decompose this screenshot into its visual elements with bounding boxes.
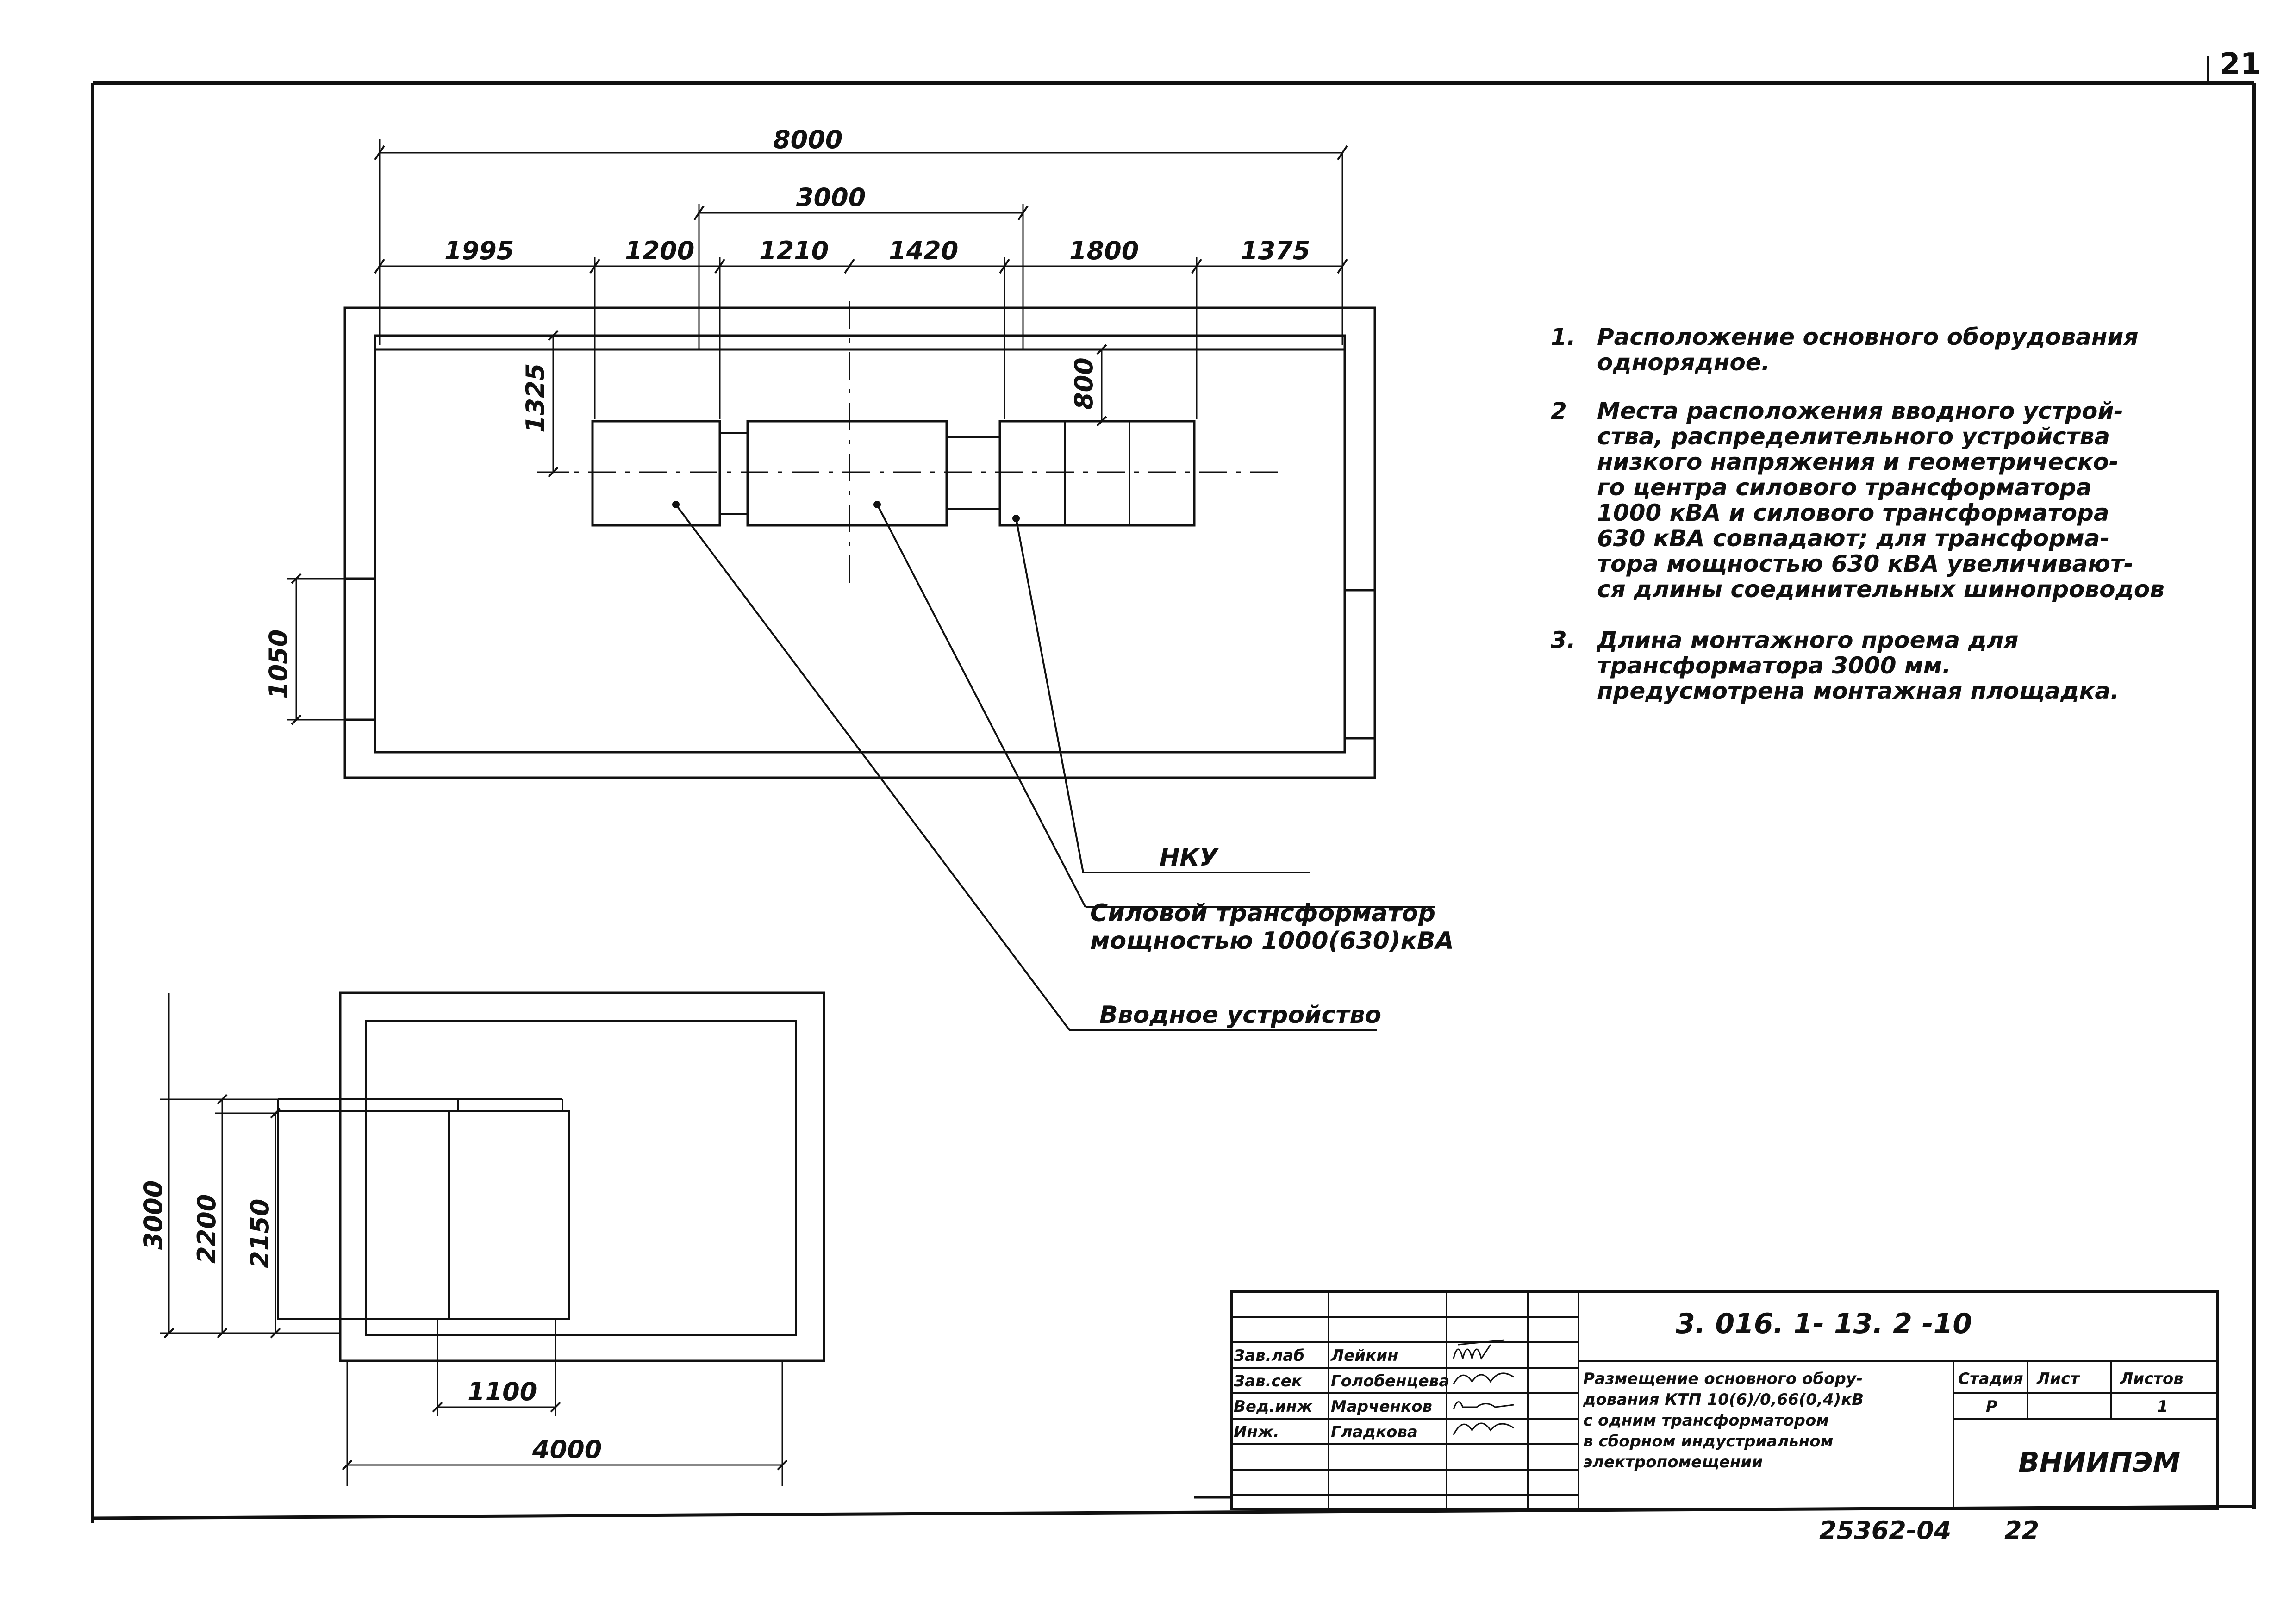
signatures: [1453, 1339, 1514, 1435]
dim-1995: 1995: [444, 236, 514, 265]
transformer-connector: [946, 436, 1001, 510]
name-2: Голобенцева: [1331, 1372, 1449, 1390]
col-sheet: Лист: [2036, 1370, 2080, 1388]
title-line-1: Размещение основного обору-: [1583, 1370, 1863, 1388]
dim-3000-height: 3000: [139, 1180, 168, 1250]
stage-value: Р: [1986, 1397, 1997, 1416]
dim-1325: 1325: [521, 363, 550, 433]
dim-1050: 1050: [264, 629, 293, 699]
name-4: Гладкова: [1331, 1423, 1418, 1441]
footer-code: 25362-04: [1819, 1516, 1951, 1545]
dim-middle-3000: 3000: [796, 183, 866, 212]
note-2-line4: го центра силового трансформатора: [1597, 474, 2092, 501]
dim-1420: 1420: [889, 236, 958, 265]
note-3-line3: предусмотрена монтажная площадка.: [1597, 678, 2119, 704]
dim-2200-height: 2200: [192, 1194, 221, 1264]
building-inner-outline: [374, 334, 1346, 754]
note-2-line2: ства, распределительного устройства: [1597, 423, 2110, 450]
note-2-line1: Места расположения вводного устрой-: [1597, 398, 2123, 424]
plan-view: 8000 3000 1995 1200 1210 1420 1800 1375 …: [264, 125, 1454, 1031]
notes: 1. Расположение основного оборудования о…: [1551, 324, 2165, 704]
title-line-3: с одним трансформатором: [1583, 1411, 1829, 1430]
input-device-connector: [719, 432, 749, 515]
dim-1800: 1800: [1069, 236, 1139, 265]
dim-1375: 1375: [1241, 236, 1310, 265]
doc-number: 3. 016. 1- 13. 2 -10: [1676, 1308, 1972, 1340]
title-line-4: в сборном индустриальном: [1583, 1432, 1833, 1451]
building-outline: [343, 306, 1376, 779]
col-stage: Стадия: [1958, 1370, 2023, 1388]
organization: ВНИИПЭМ: [2018, 1446, 2180, 1479]
dim-1210: 1210: [759, 236, 829, 265]
dim-800: 800: [1069, 357, 1098, 410]
name-1: Лейкин: [1330, 1346, 1398, 1365]
label-transformer-line1: Силовой трансформатор: [1090, 899, 1435, 927]
label-input-device: Вводное устройство: [1099, 1001, 1381, 1029]
title-line-2: дования КТП 10(6)/0,66(0,4)кВ: [1583, 1390, 1864, 1409]
name-3: Марченков: [1331, 1397, 1432, 1416]
sheet-frame: 21: [91, 47, 2261, 1523]
elevation-view: 3000 2200 2150 1100 4000: [139, 991, 825, 1486]
role-head-sector: Зав.сек: [1233, 1372, 1303, 1390]
note-3-line1: Длина монтажного проема для: [1596, 627, 2019, 654]
role-lead-engineer: Вед.инж: [1234, 1397, 1313, 1416]
note-2-num: 2: [1551, 398, 1567, 424]
nku-block: [998, 420, 1196, 527]
dim-1200: 1200: [625, 236, 694, 265]
note-2-line7: тора мощностью 630 кВА увеличивают-: [1597, 550, 2134, 577]
note-1-num: 1.: [1551, 324, 1576, 350]
note-3-num: 3.: [1551, 627, 1576, 654]
title-block: 3. 016. 1- 13. 2 -10 Зав.лаб Зав.сек Вед…: [1194, 1290, 2219, 1510]
label-transformer-line2: мощностью 1000(630)кВА: [1090, 927, 1454, 955]
col-sheets: Листов: [2120, 1370, 2184, 1388]
footer-page: 22: [2004, 1516, 2039, 1545]
dim-1100-width: 1100: [468, 1377, 537, 1406]
role-head-lab: Зав.лаб: [1233, 1346, 1304, 1365]
label-nku: НКУ: [1160, 844, 1219, 872]
transformer-block: [746, 420, 948, 527]
note-2-line8: ся длины соединительных шинопроводов: [1597, 576, 2165, 603]
elevation-outline: [339, 991, 825, 1362]
note-1-line2: однорядное.: [1597, 349, 1770, 376]
sheet-number: 21: [2220, 47, 2261, 81]
note-3-line2: трансформатора 3000 мм.: [1597, 652, 1951, 679]
note-1-line1: Расположение основного оборудования: [1597, 324, 2139, 350]
dim-4000-width: 4000: [532, 1435, 602, 1464]
note-2-line5: 1000 кВА и силового трансформатора: [1597, 499, 2109, 526]
title-line-5: электропомещении: [1583, 1453, 1763, 1471]
equipment-cabinet: [277, 1110, 570, 1320]
note-2-line3: низкого напряжения и геометрическо-: [1597, 449, 2119, 475]
elevation-inner: [365, 1020, 797, 1336]
sheet-value: 1: [2157, 1397, 2168, 1416]
role-engineer: Инж.: [1234, 1423, 1279, 1441]
input-device-block: [591, 420, 721, 527]
dim-2150-height: 2150: [245, 1199, 275, 1268]
note-2-line6: 630 кВА совпадают; для трансформа-: [1597, 525, 2109, 552]
dim-total-8000: 8000: [773, 125, 842, 154]
